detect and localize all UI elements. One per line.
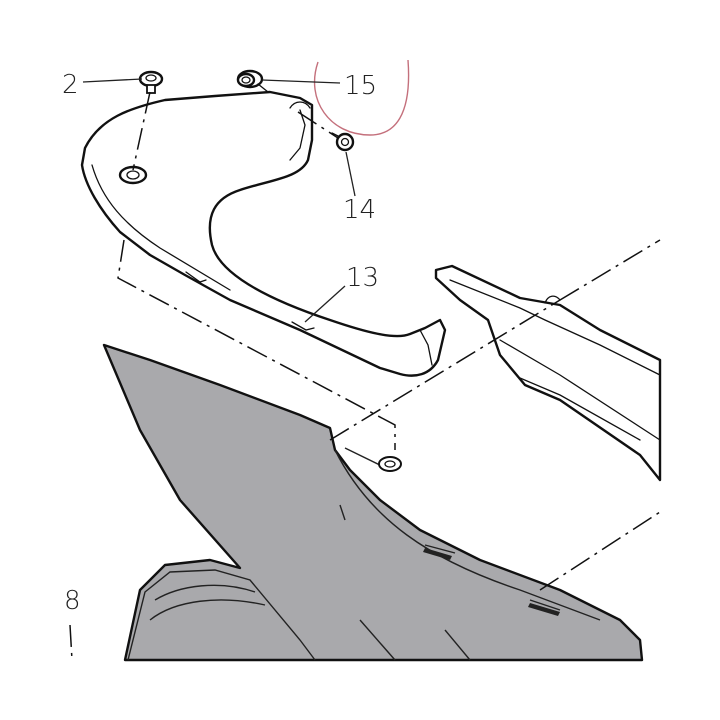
assembly-lines: [69, 91, 661, 661]
bolt-2: [138, 70, 164, 94]
callout-label-13: 13: [346, 263, 379, 293]
fairing-inner-contour: [127, 569, 316, 661]
callout-label-15: 15: [344, 71, 377, 101]
bracket-part-13: [80, 90, 447, 377]
bushing-15: [236, 69, 269, 93]
callout-label-8: 8: [64, 586, 81, 616]
fairing-part-8: [102, 343, 644, 662]
leader-lines: [82, 78, 356, 323]
side-panel-part: [434, 264, 662, 482]
highlight-circle: [313, 59, 410, 136]
screw-14: [331, 132, 355, 152]
callout-label-2: 2: [62, 70, 79, 100]
callout-label-14: 14: [343, 195, 376, 225]
